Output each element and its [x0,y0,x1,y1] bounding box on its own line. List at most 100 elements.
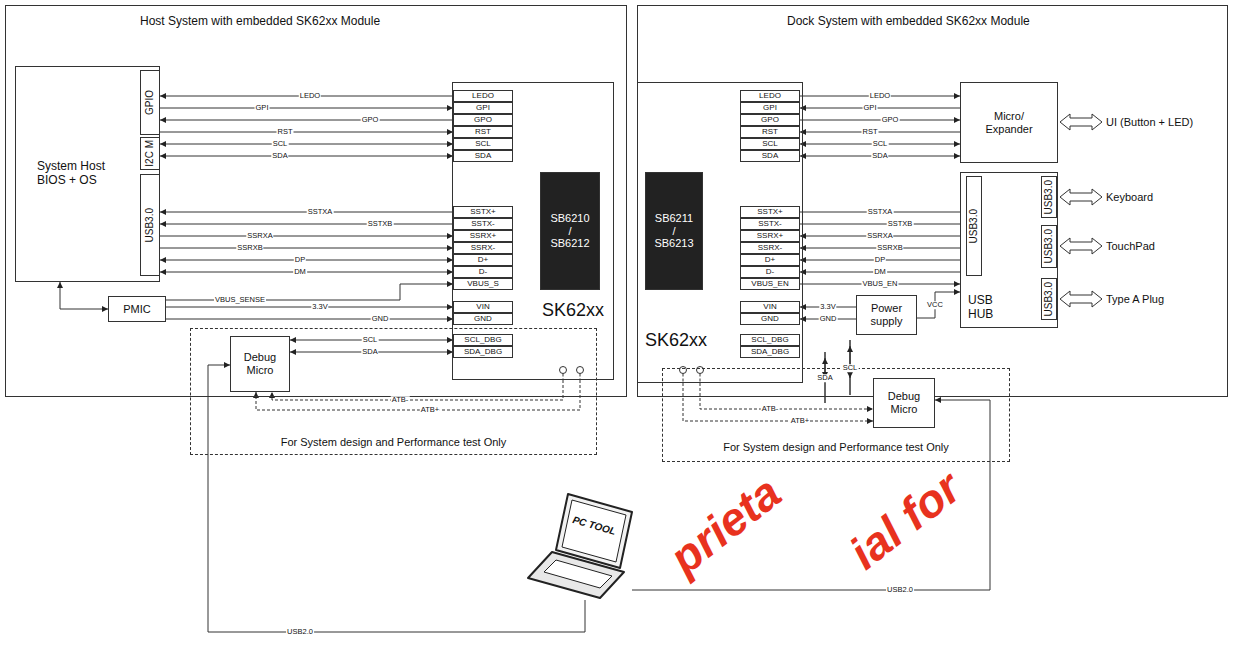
interface-box: USB3.0 [140,174,160,276]
node-label: D+ [478,255,488,264]
signal-wire [683,383,873,421]
signal-label: LEDO [869,92,891,100]
signal-label: GPI [255,104,270,112]
signal-label: SSTXA [307,208,334,216]
pin-box: D- [453,266,513,278]
node-label: SCL [762,139,778,148]
pin-box: SDA [740,150,800,162]
pin-box: VBUS_S [453,278,513,290]
signal-wire [800,156,960,157]
node-label: For System design and Performance test O… [723,441,949,454]
test-stub [683,374,684,384]
node-label: Debug Micro [884,390,924,415]
signal-wire [800,132,960,133]
signal-label: DM [873,268,887,276]
signal-label: DP [874,256,886,264]
signal-wire [256,380,580,410]
node-label: SDA_DBG [464,347,502,356]
pin-box: SSTX- [740,218,800,230]
node-label: Micro/ Expander [979,110,1039,135]
test-point [697,367,704,374]
block-arrow [1060,189,1102,205]
signal-wire [800,120,960,121]
signal-wire [800,236,966,237]
signal-wire [160,260,453,261]
signal-wire [800,307,856,308]
pin-box: SSRX+ [453,230,513,242]
pin-box: RST [453,126,513,138]
node-label: USB3.0 [1043,282,1055,316]
signal-wire [800,108,960,109]
node-label: Host System with embedded SK62xx Module [140,15,380,29]
debug-box: Debug Micro [230,336,290,392]
module-box: SK62xxSB6211 / SB6213LEDOGPIGPORSTSCLSDA… [637,82,803,383]
pin-box: SDA [453,150,513,162]
node-label: D+ [765,255,775,264]
signal-wire [160,120,453,121]
signal-wire [700,383,873,409]
signal-wire [272,380,563,400]
signal-wire [160,132,453,133]
signal-wire [800,144,960,145]
node-label: VBUS_S [467,279,499,288]
signal-wire [208,365,585,632]
node-label: Power supply [862,302,912,327]
laptop-illustration [528,494,632,598]
signal-label: ATB- [391,396,410,404]
signal-wire [917,292,960,318]
node-label: PC TOOL [571,514,617,537]
node-label: SCL_DBG [464,335,501,344]
pin-box: RST [740,126,800,138]
signal-wire [160,108,453,109]
node-label: USB3.0 [1043,180,1055,214]
watermark: ial for [839,460,971,580]
signal-wire [160,224,453,225]
signal-label: SCL [272,140,289,148]
signal-label: SSTXA [867,208,894,216]
signal-label: SSRXB [876,244,903,252]
host-box: System Host BIOS + OSGPIOI2C MUSB3.0 [15,66,160,282]
port-box: USB3.0 [966,176,982,276]
signal-wire [800,260,966,261]
node-label: D- [766,267,774,276]
signal-wire [800,319,856,320]
signal-label: VCC [926,301,944,309]
signal-wire [850,340,851,395]
signal-label: RST [862,128,879,136]
pin-box: SSTX- [453,218,513,230]
signal-wire [160,236,453,237]
node-label: SDA [762,151,778,160]
endpoint-label: Keyboard [1106,191,1153,203]
node-label: USB HUB [968,294,1000,322]
port-box: USB3.0 [1041,176,1057,218]
block-arrow [1060,238,1102,254]
node-label: Debug Micro [240,351,280,376]
block-arrow [1060,291,1102,307]
signal-wire [800,224,966,225]
test-point [680,367,687,374]
signal-label: SCL [842,364,859,372]
signal-label: ATB+ [420,406,440,414]
signal-wire [290,352,453,353]
signal-label: GND [371,315,390,323]
watermark: prieta [659,465,791,585]
signal-wire [800,272,966,273]
test-point [560,367,567,374]
signal-label: GPO [361,116,380,124]
signal-wire [160,212,453,213]
node-label: USB3.0 [1043,229,1055,263]
node-label: SK62xx [542,300,604,321]
pin-box: VIN [740,301,800,313]
pin-box: SCL [740,138,800,150]
signal-label: ATB- [761,405,780,413]
pin-box: LEDO [740,90,800,102]
pin-box: SCL_DBG [740,334,800,346]
pin-box: SDA_DBG [453,346,513,358]
signal-wire [160,156,453,157]
interface-box: I2C M [140,137,160,170]
port-box: USB3.0 [1041,278,1057,320]
signal-label: USB2.0 [286,628,314,636]
node-label: GPI [476,103,490,112]
signal-label: VBUS_SENSE [214,296,266,304]
chip-box: SB6210 / SB6212 [540,172,600,290]
